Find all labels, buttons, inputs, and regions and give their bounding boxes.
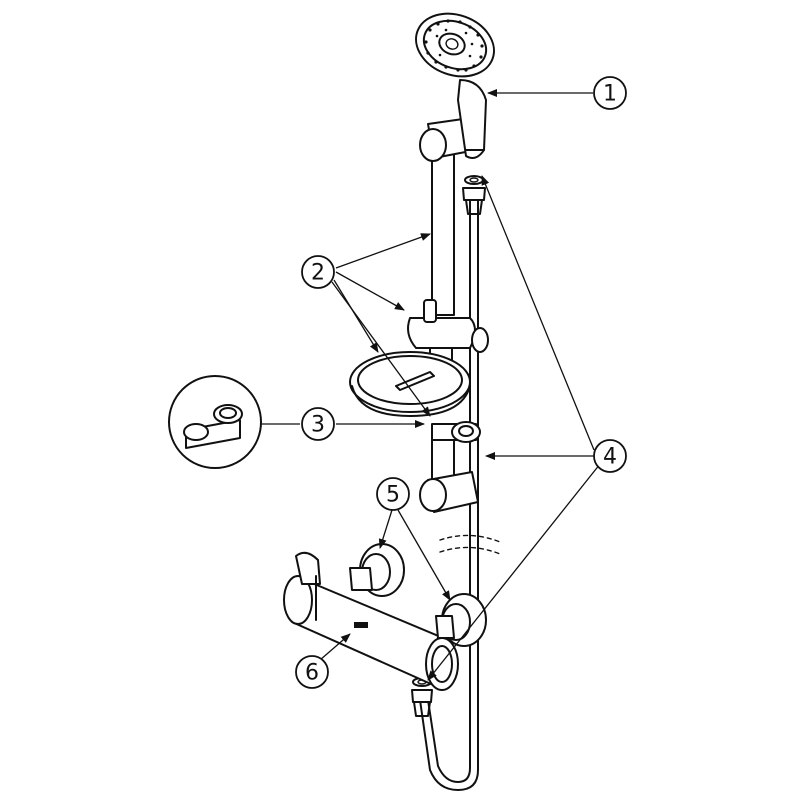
washer-top	[464, 175, 484, 185]
leader-lines	[319, 89, 601, 681]
callout-6: 6	[295, 655, 329, 689]
callout-label-4: 4	[603, 445, 617, 470]
holder-ring	[431, 421, 481, 443]
callout-label-2: 2	[311, 261, 325, 286]
callout-1: 1	[593, 76, 627, 110]
callout-3: 3	[301, 407, 335, 441]
break-marks	[439, 534, 501, 555]
shower-hose	[411, 187, 486, 791]
slider-holder	[407, 299, 489, 371]
wall-connector-left	[349, 543, 405, 597]
soap-dish	[349, 351, 471, 417]
callout-label-1: 1	[603, 82, 617, 107]
brand-logo-mark	[354, 622, 368, 628]
hand-shower	[415, 12, 495, 159]
callout-label-6: 6	[305, 661, 319, 686]
callout-2: 2	[301, 255, 335, 289]
callout-4: 4	[593, 439, 627, 473]
wall-connector-right	[435, 593, 487, 647]
callout-label-5: 5	[386, 483, 400, 508]
callout-5: 5	[376, 477, 410, 511]
spray-nozzles	[424, 19, 484, 72]
detail-inset	[168, 375, 300, 469]
callout-label-3: 3	[311, 413, 325, 438]
